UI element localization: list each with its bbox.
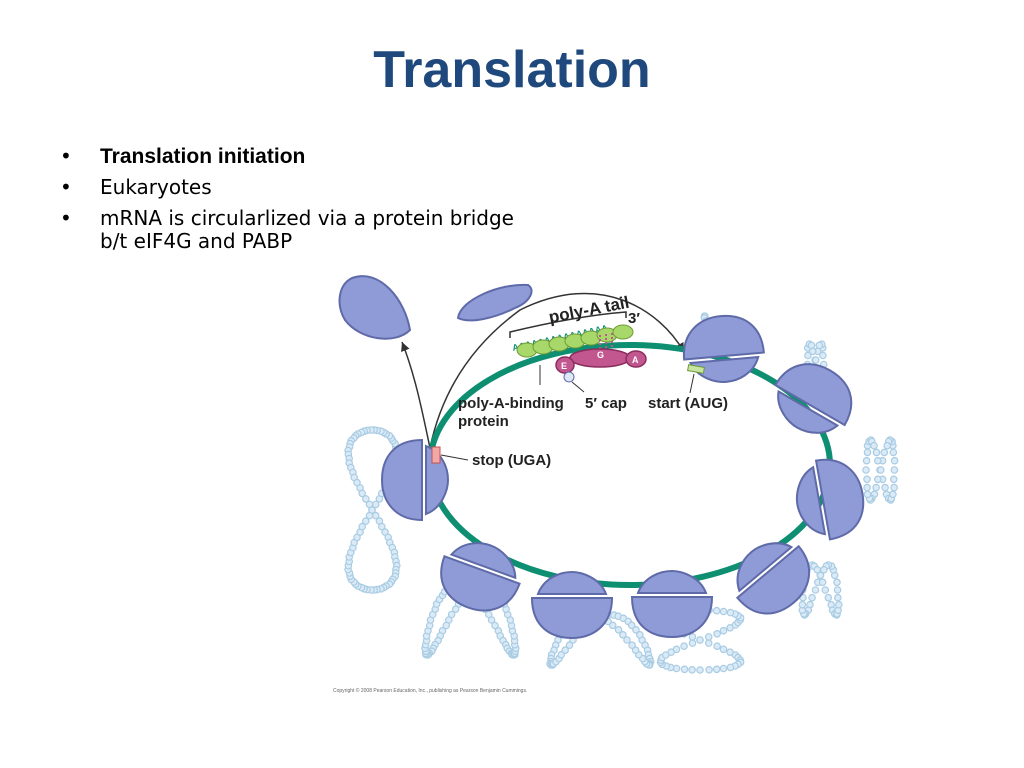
a-site-label: A — [632, 355, 639, 365]
released-large-subunit — [338, 275, 412, 340]
ribosome — [630, 569, 714, 639]
bullet-item: • mRNA is circularlized via a protein br… — [60, 207, 540, 253]
polypeptide-chain — [862, 436, 899, 504]
ribosome — [735, 542, 811, 615]
ribosome — [773, 363, 853, 434]
ribosome — [683, 314, 765, 383]
bullet-list: • Translation initiation • Eukaryotes • … — [60, 145, 540, 261]
five-cap-label: 5′ cap — [585, 395, 627, 412]
three-prime-label: 3′ — [628, 310, 640, 327]
bullet-item: • Translation initiation — [60, 144, 540, 169]
five-cap-leader — [571, 381, 585, 393]
bullet-text: mRNA is circularlized via a protein brid… — [100, 206, 514, 253]
start-leader — [689, 373, 695, 394]
poly-a-bracket — [509, 311, 627, 338]
release-arrow-left — [401, 341, 431, 449]
released-small-subunit — [456, 283, 533, 322]
stop-leader — [440, 454, 469, 461]
start-label: start (AUG) — [648, 395, 728, 412]
bullet-dot-icon: • — [60, 144, 72, 168]
bullet-text: Translation initiation — [100, 145, 306, 168]
bullet-dot-icon: • — [60, 175, 72, 199]
eif-complex: E G A — [555, 333, 647, 383]
bullet-text: Eukaryotes — [100, 175, 212, 199]
pabp-label-line2: protein — [458, 413, 509, 430]
stop-label: stop (UGA) — [472, 452, 551, 469]
ribosome — [440, 542, 521, 612]
e-site-label: E — [561, 361, 567, 371]
bullet-item: • Eukaryotes — [60, 176, 540, 199]
bullet-dot-icon: • — [60, 206, 72, 230]
ribosome — [795, 458, 865, 541]
pabp-label-line1: poly-A-binding — [458, 395, 564, 412]
poly-a-tail-label: poly-A tail — [547, 293, 631, 327]
start-codon — [687, 364, 705, 374]
ribosome-group — [380, 314, 865, 640]
copyright-notice: Copyright © 2008 Pearson Education, Inc.… — [333, 687, 527, 694]
polypeptide-chain — [656, 606, 745, 674]
pabp-bead — [612, 324, 634, 340]
g-site-label: G — [597, 350, 604, 360]
release-arrow-right — [429, 292, 685, 449]
ribosome — [530, 570, 614, 640]
slide-title: Translation — [373, 41, 651, 99]
stop-codon — [431, 446, 441, 464]
